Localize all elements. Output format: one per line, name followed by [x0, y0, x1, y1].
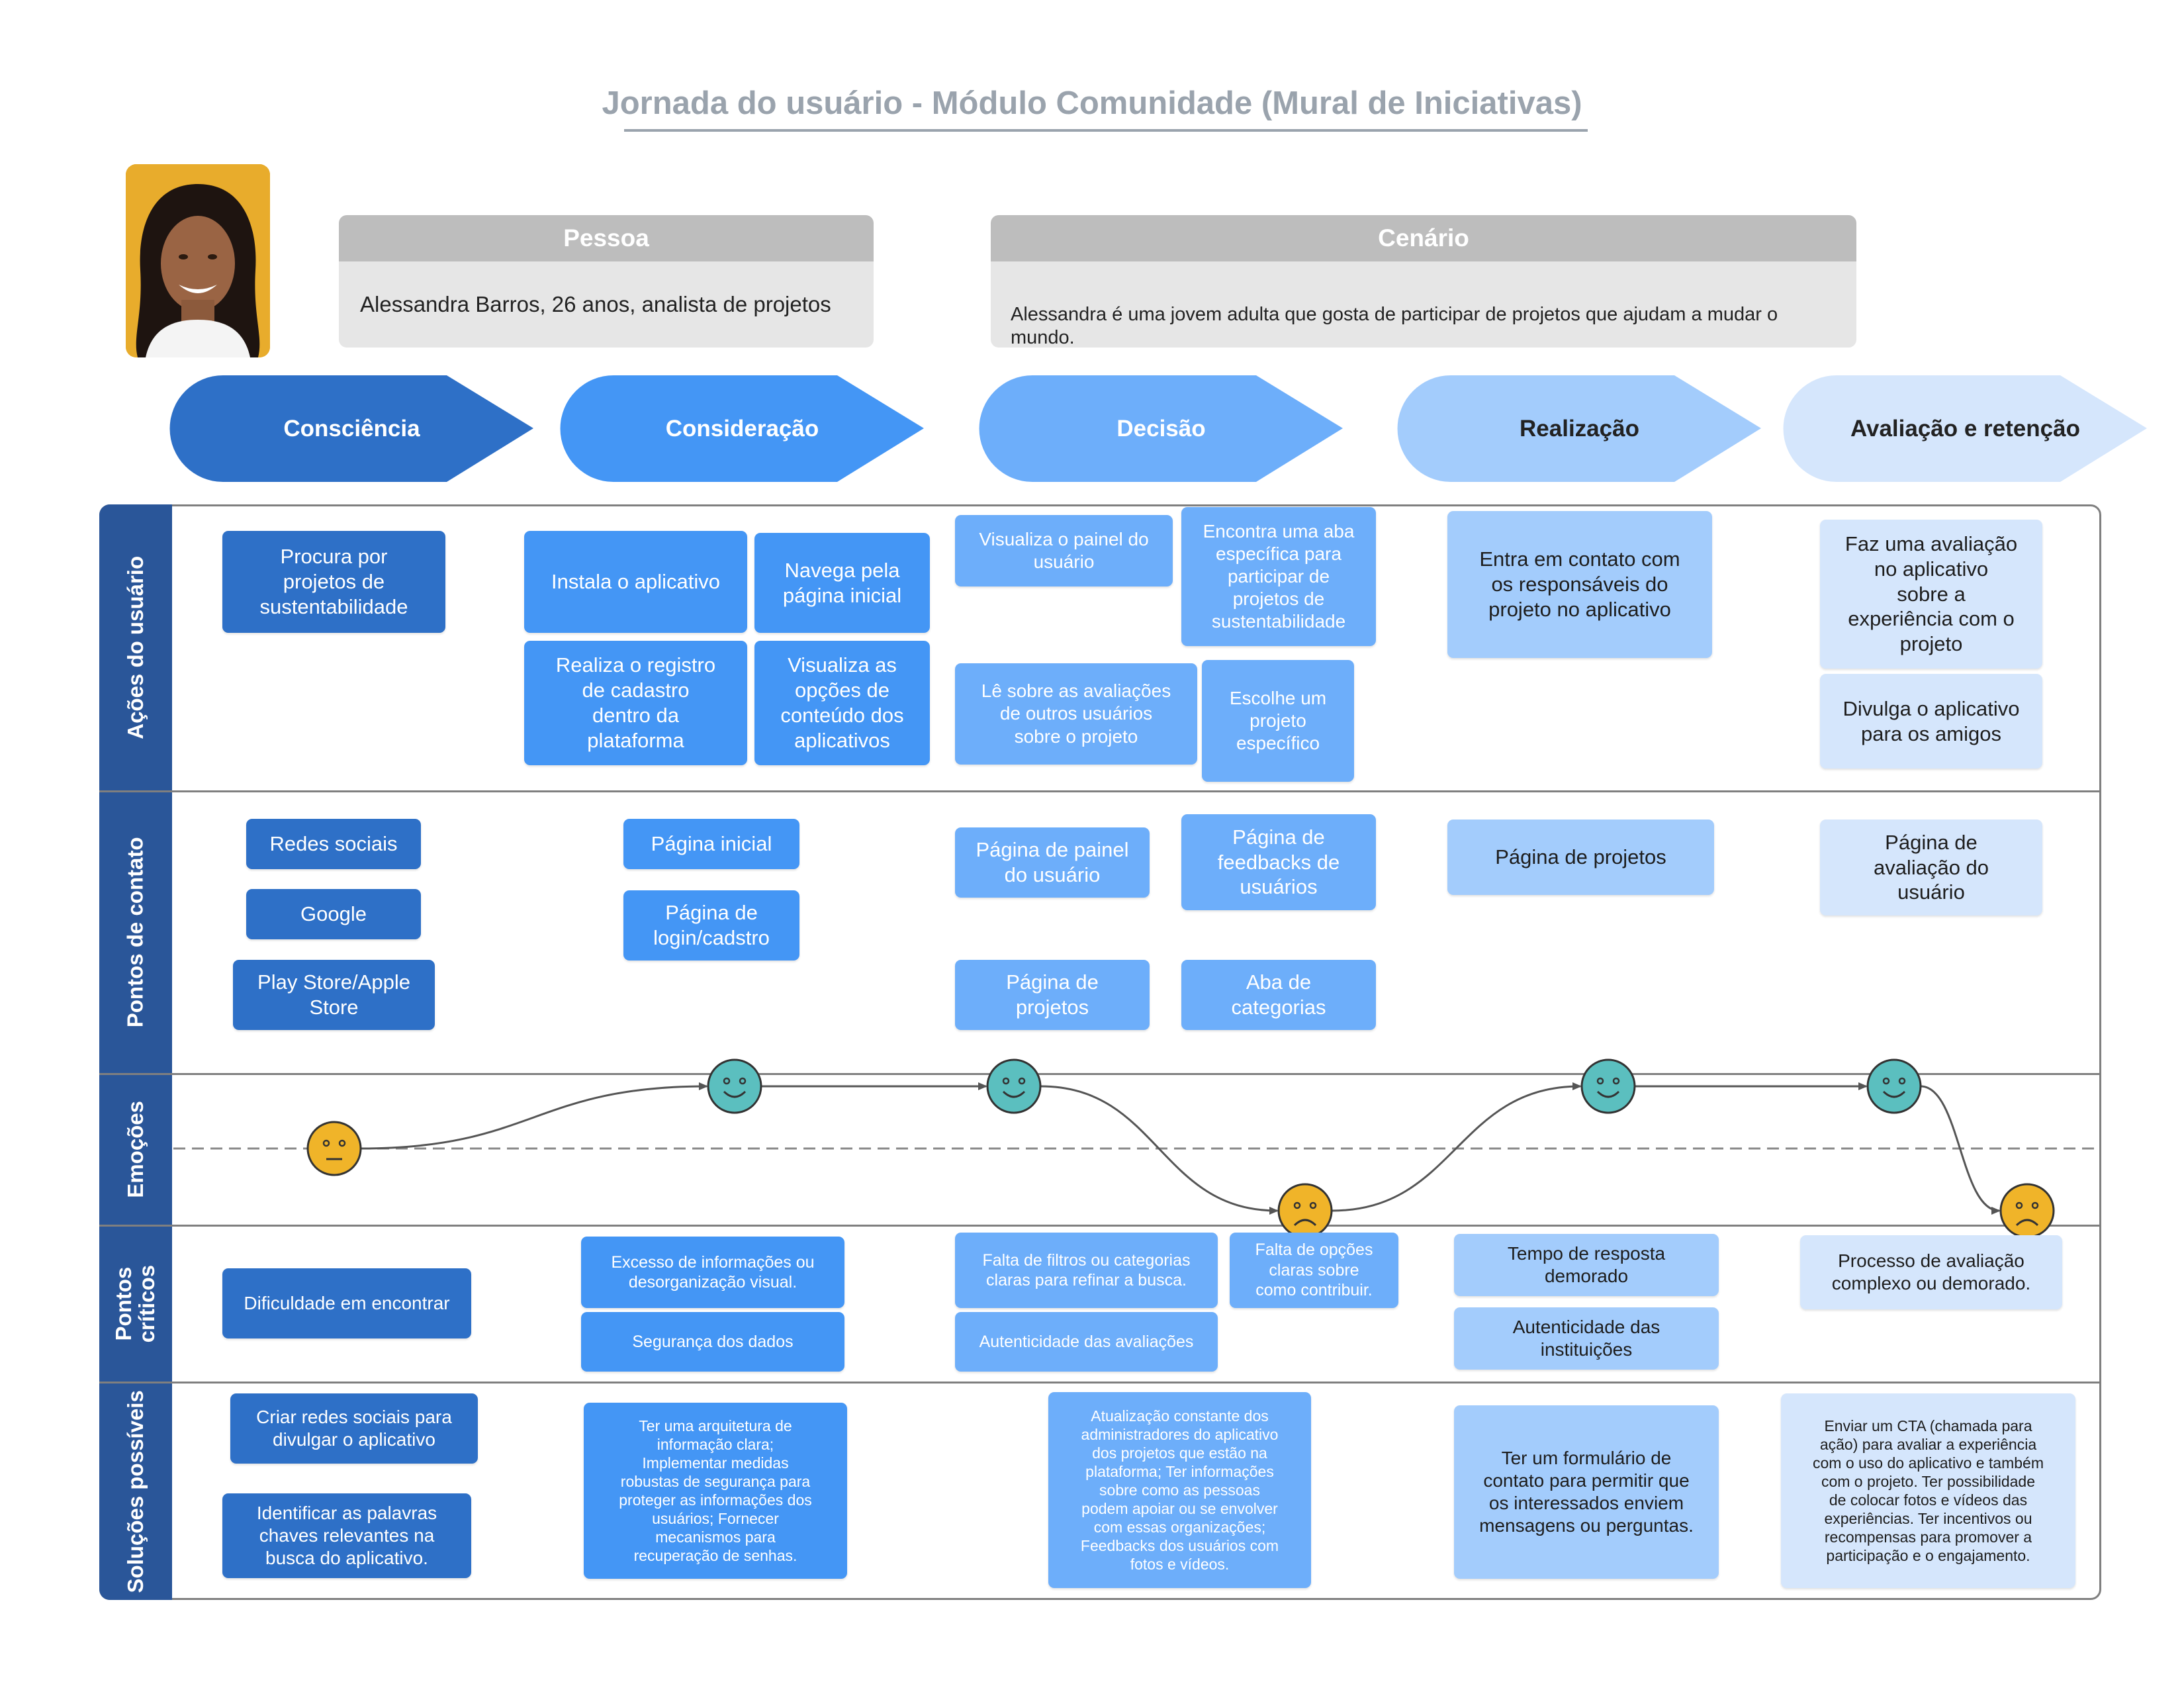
action-card: Escolhe um projeto específico: [1202, 660, 1354, 782]
solution-card: Ter um formulário de contato para permit…: [1454, 1405, 1719, 1579]
solution-card: Identificar as palavras chaves relevante…: [222, 1493, 471, 1578]
persona-header-label: Pessoa: [563, 224, 649, 252]
touchpoint-card: Google: [246, 889, 421, 939]
pain-point-card: Excesso de informações ou desorganização…: [581, 1237, 844, 1308]
action-card: Lê sobre as avaliações de outros usuário…: [955, 663, 1197, 765]
pain-point-card: Falta de filtros ou categorias claras pa…: [955, 1233, 1218, 1308]
stage-avaliacao: Avaliação e retenção: [1782, 374, 2148, 483]
lane-divider: [99, 790, 2101, 792]
pain-point-card: Autenticidade das instituições: [1454, 1307, 1719, 1370]
touchpoint-card: Página de projetos: [1447, 820, 1714, 895]
stage-consideracao: Consideração: [559, 374, 925, 483]
emotion-links: [360, 1082, 2001, 1215]
action-card: Procura por projetos de sustentabilidade: [222, 531, 445, 633]
pain-point-card: Processo de avaliação complexo ou demora…: [1800, 1235, 2062, 1309]
stage-consciencia: Consciência: [169, 374, 535, 483]
emotion-link: [360, 1082, 708, 1150]
stage-label: Avaliação e retenção: [1850, 415, 2080, 442]
stage-realizacao: Realização: [1396, 374, 1762, 483]
touchpoint-card: Página inicial: [623, 819, 799, 869]
lane-divider: [99, 1382, 2101, 1383]
stage-label: Realização: [1520, 415, 1639, 442]
action-card: Divulga o aplicativo para os amigos: [1820, 674, 2042, 769]
emotion-link: [1920, 1085, 2001, 1215]
touchpoint-card: Página de projetos: [955, 960, 1150, 1030]
stage-decisao: Decisão: [978, 374, 1344, 483]
lane-divider: [99, 1073, 2101, 1075]
action-card: Faz uma avaliação no aplicativo sobre a …: [1820, 520, 2042, 669]
emotion-link: [1331, 1082, 1582, 1212]
pain-point-card: Falta de opções claras sobre como contri…: [1230, 1233, 1398, 1308]
touchpoint-card: Página de avaliação do usuário: [1820, 820, 2042, 915]
action-card: Entra em contato com os responsáveis do …: [1447, 511, 1712, 658]
pain-point-card: Tempo de resposta demorado: [1454, 1234, 1719, 1296]
scenario-header-label: Cenário: [1378, 224, 1469, 252]
emotion-faces: [306, 1058, 2055, 1239]
stage-label: Decisão: [1116, 415, 1206, 442]
solution-card: Atualização constante dos administradore…: [1048, 1392, 1311, 1588]
persona-text: Alessandra Barros, 26 anos, analista de …: [360, 292, 831, 316]
action-card: Visualiza as opções de conteúdo dos apli…: [754, 641, 930, 765]
action-card: Realiza o registro de cadastro dentro da…: [524, 641, 747, 765]
action-card: Instala o aplicativo: [524, 531, 747, 633]
sad-face-icon: [1999, 1183, 2055, 1239]
touchpoint-card: Página de feedbacks de usuários: [1181, 814, 1376, 910]
emotion-link: [1040, 1085, 1279, 1215]
persona-avatar: [126, 164, 270, 357]
persona-header: Pessoa: [339, 215, 874, 261]
stage-label: Consideração: [665, 415, 819, 442]
title-underline: [624, 129, 1588, 132]
solution-card: Enviar um CTA (chamada para ação) para a…: [1781, 1393, 2075, 1588]
touchpoint-card: Página de login/cadstro: [623, 890, 799, 961]
pain-point-card: Segurança dos dados: [581, 1312, 844, 1372]
page-title: Jornada do usuário - Módulo Comunidade (…: [602, 85, 1582, 121]
touchpoint-card: Redes sociais: [246, 819, 421, 869]
happy-face-icon: [707, 1058, 762, 1114]
scenario-header: Cenário: [991, 215, 1856, 261]
neutral-face-icon: [306, 1121, 362, 1176]
touchpoint-card: Aba de categorias: [1181, 960, 1376, 1030]
solution-card: Ter uma arquitetura de informação clara;…: [584, 1403, 847, 1579]
scenario-body: Alessandra é uma jovem adulta que gosta …: [991, 261, 1856, 348]
sad-face-icon: [1277, 1183, 1333, 1239]
lane-divider: [99, 1225, 2101, 1227]
action-card: Visualiza o painel do usuário: [955, 515, 1173, 586]
touchpoint-card: Play Store/Apple Store: [233, 960, 435, 1030]
solution-card: Criar redes sociais para divulgar o apli…: [230, 1393, 478, 1464]
persona-body: Alessandra Barros, 26 anos, analista de …: [339, 261, 874, 348]
stage-label: Consciência: [283, 415, 420, 442]
happy-face-icon: [1866, 1058, 1922, 1114]
pain-point-card: Dificuldade em encontrar: [222, 1268, 471, 1338]
action-card: Encontra uma aba específica para partici…: [1181, 507, 1376, 646]
action-card: Navega pela página inicial: [754, 533, 930, 633]
lane-header-bar: [99, 504, 172, 1600]
scenario-text: Alessandra é uma jovem adulta que gosta …: [1011, 303, 1778, 348]
pain-point-card: Autenticidade das avaliações: [955, 1312, 1218, 1372]
happy-face-icon: [986, 1058, 1042, 1114]
touchpoint-card: Página de painel do usuário: [955, 827, 1150, 898]
person-photo-icon: [126, 164, 270, 357]
happy-face-icon: [1580, 1058, 1636, 1114]
